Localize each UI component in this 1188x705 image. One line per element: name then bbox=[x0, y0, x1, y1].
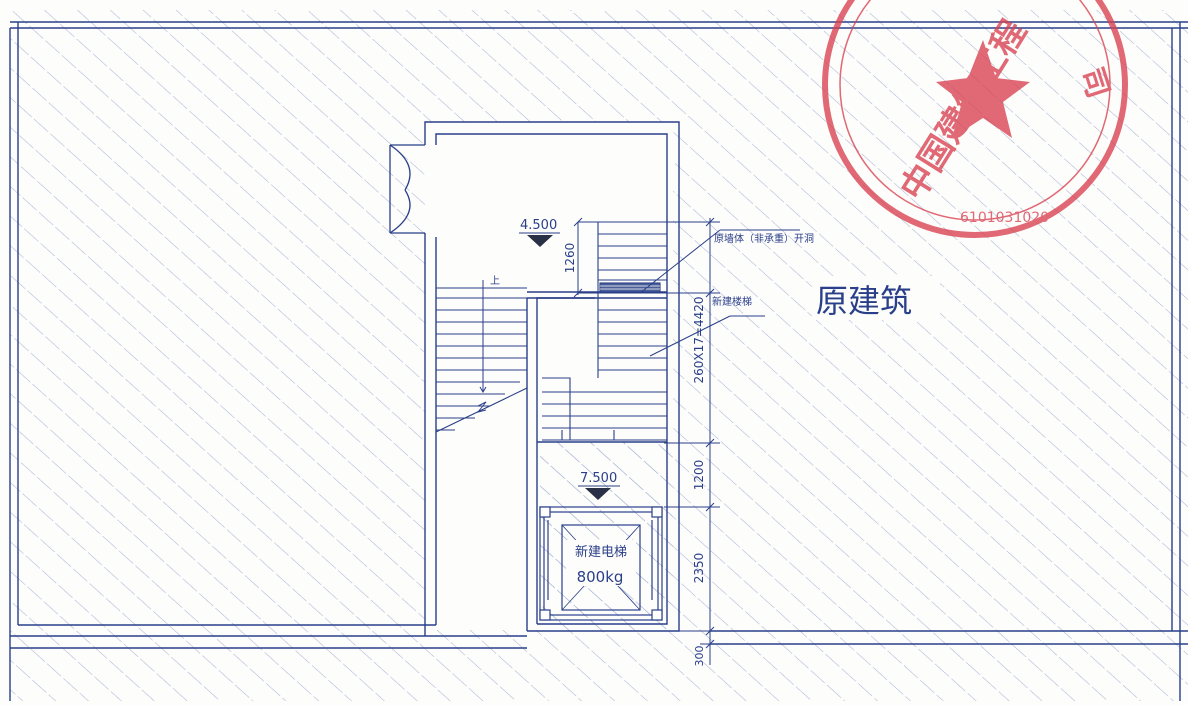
elevator-label-line2: 800kg bbox=[577, 568, 624, 586]
note-new-stair: 新建楼梯 bbox=[712, 295, 752, 308]
elevation-marker-top: 4.500 bbox=[519, 218, 560, 247]
stair-flight-left bbox=[435, 280, 528, 433]
stair-shaft-walls bbox=[424, 121, 680, 636]
elevation-bottom-text: 7.500 bbox=[580, 471, 617, 486]
dimension-1260: 1260 bbox=[563, 243, 577, 274]
dimension-300: 300 bbox=[693, 646, 706, 667]
original-building-label: 原建筑 bbox=[816, 282, 912, 320]
dimension-1200: 1200 bbox=[692, 460, 706, 491]
original-building-label-bg bbox=[812, 276, 940, 320]
stair-flight-right bbox=[542, 221, 667, 441]
stair-up-mark: 上 bbox=[490, 275, 500, 287]
elevation-top-text: 4.500 bbox=[520, 218, 557, 233]
note-original-wall: 原墙体（非承重）开洞 bbox=[714, 232, 814, 245]
elevator-label-bg bbox=[566, 540, 636, 586]
elevator-label-line1: 新建电梯 bbox=[575, 544, 627, 560]
original-building-hatch bbox=[10, 10, 1188, 701]
door-symbol bbox=[389, 144, 425, 234]
dimension-2350: 2350 bbox=[692, 553, 706, 584]
building-outline bbox=[9, 21, 1188, 701]
dimension-lines bbox=[573, 217, 800, 665]
seal-code: 6101031020 bbox=[960, 210, 1049, 226]
elevation-marker-bottom: 7.500 bbox=[578, 471, 620, 500]
dimension-stair-run: 260X17=4420 bbox=[692, 297, 706, 384]
